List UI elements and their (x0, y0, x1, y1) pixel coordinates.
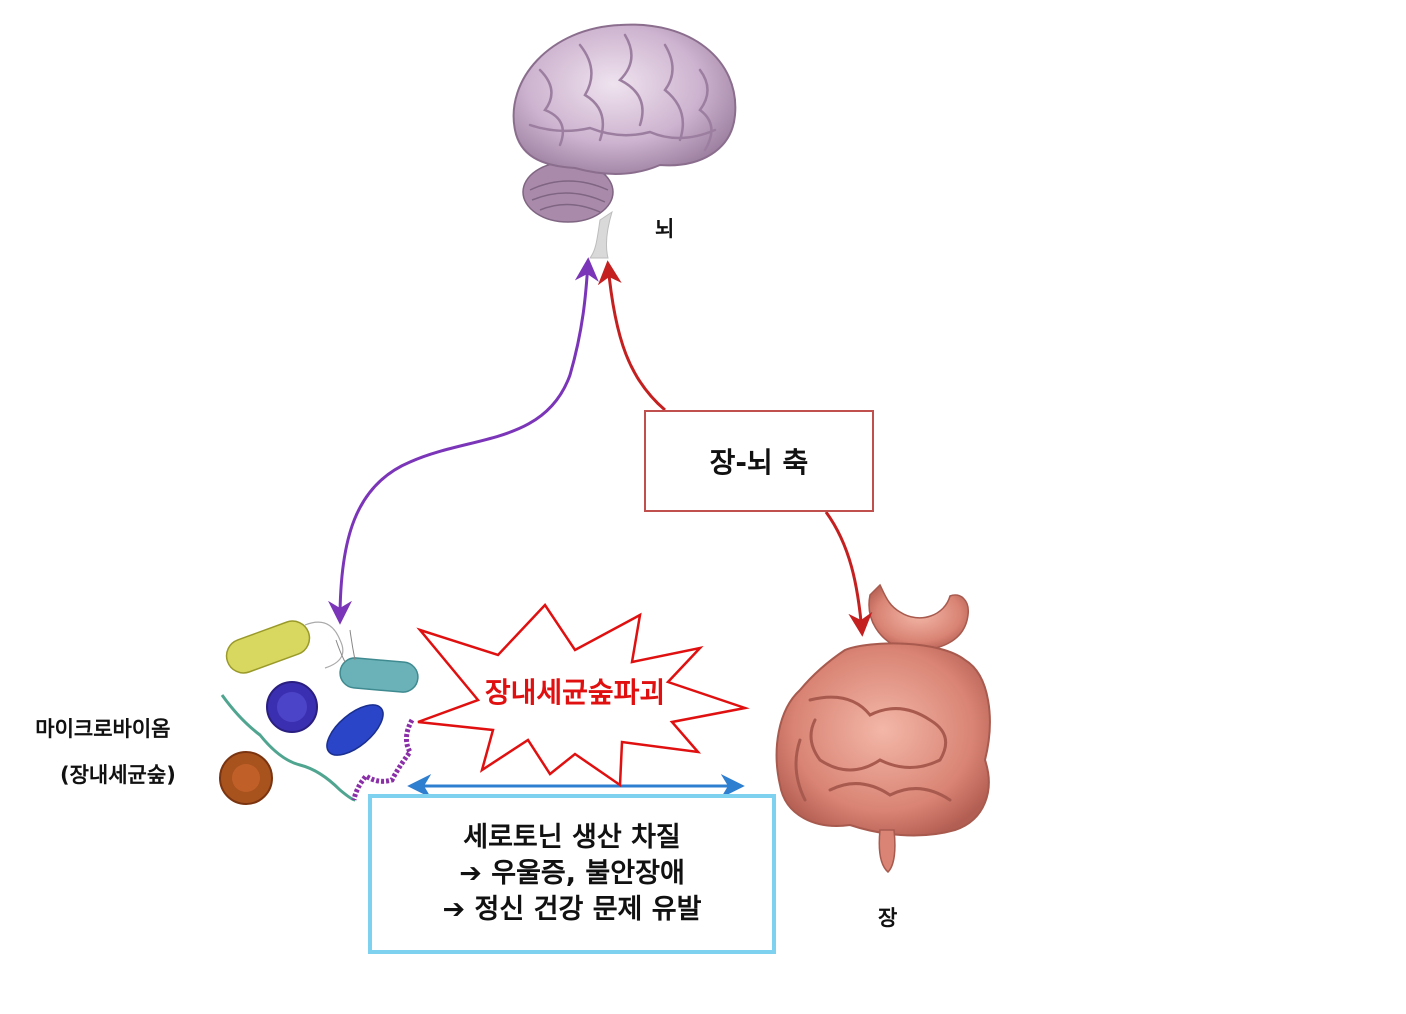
microbiome-brain-arrow (328, 257, 599, 625)
burst-text: 장내세균숲파괴 (485, 676, 665, 709)
microbes-illustration (219, 620, 419, 805)
microbiome-subtitle: (장내세균숲) (60, 763, 176, 787)
serotonin-line-3: ➔ 정신 건강 문제 유발 (442, 894, 702, 925)
dysbiosis-burst: 장내세균숲파괴 (416, 602, 750, 788)
gut-brain-axis-text: 장-뇌 축 (709, 446, 809, 479)
axis-brain-arrow (597, 260, 666, 412)
axis-gut-arrow (824, 511, 873, 637)
serotonin-line-1: 세로토닌 생산 차질 (463, 822, 681, 853)
brain-label: 뇌 (655, 217, 675, 241)
brain-illustration (512, 23, 737, 259)
serotonin-effects-box: 세로토닌 생산 차질 ➔ 우울증, 불안장애 ➔ 정신 건강 문제 유발 (368, 794, 776, 954)
gut-illustration (775, 583, 991, 874)
serotonin-line-2: ➔ 우울증, 불안장애 (459, 858, 685, 889)
microbiome-title: 마이크로바이옴 (35, 717, 171, 741)
gut-brain-axis-box: 장-뇌 축 (644, 410, 874, 512)
burst-shape (416, 602, 750, 788)
microbiome-label: 마이크로바이옴 (장내세균숲) (30, 706, 176, 798)
gut-label: 장 (878, 906, 898, 930)
